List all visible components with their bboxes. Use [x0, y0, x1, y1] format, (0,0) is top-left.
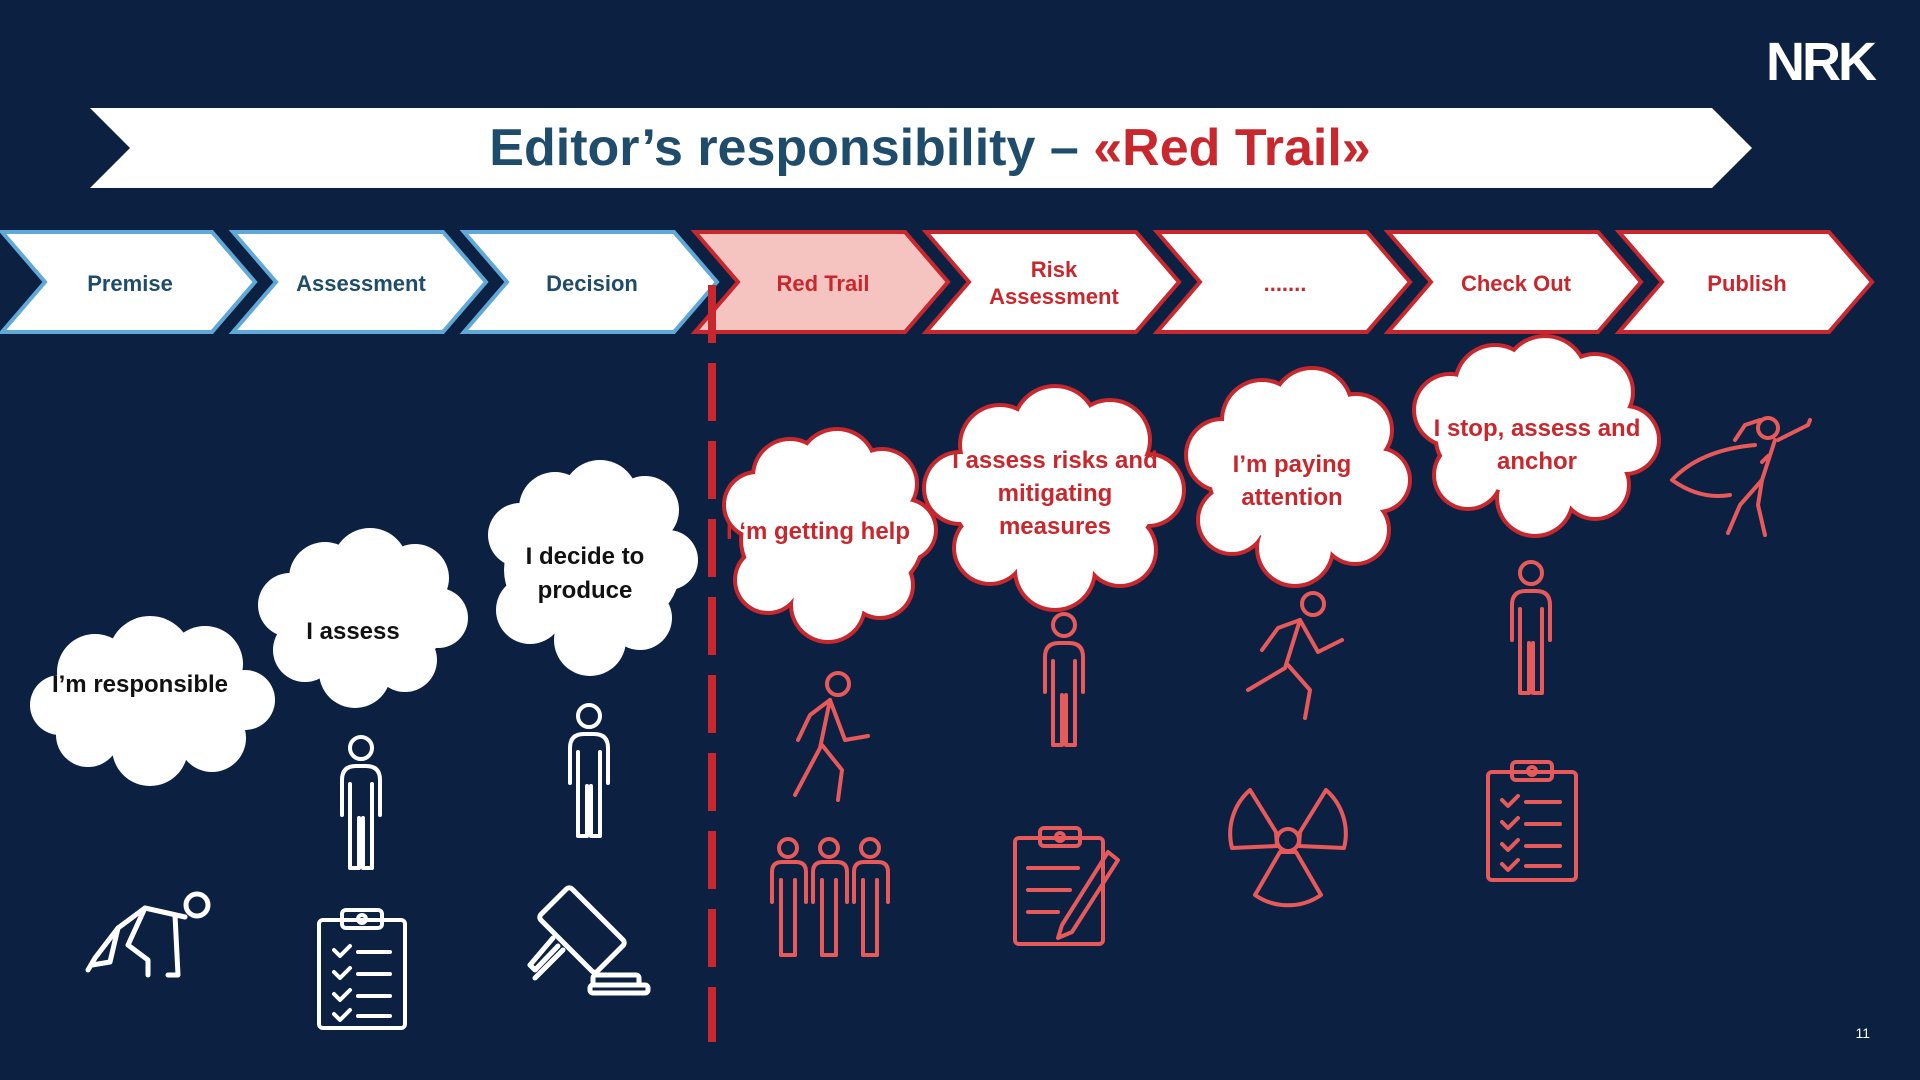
step-premise: Premise	[0, 230, 258, 334]
running-person-icon	[1246, 591, 1344, 720]
step-publish: Publish	[1614, 230, 1875, 334]
radiation-icon	[1228, 788, 1348, 908]
cloud-text: measures	[999, 513, 1111, 540]
page-number: 11	[1855, 1025, 1870, 1041]
cloud-paying-attention: I’m paying attention	[1184, 366, 1412, 588]
gavel-icon	[527, 885, 651, 996]
clipboard-checklist-icon	[317, 908, 407, 1030]
cloud-stop-assess-anchor: I stop, assess and anchor	[1412, 334, 1661, 538]
step-assessment: Assessment	[228, 230, 489, 334]
cloud-text: produce	[538, 577, 633, 604]
cloud-getting-help: I ‘m getting help	[722, 427, 938, 644]
title-main: Editor’s responsibility –	[489, 119, 1093, 177]
process-steps: Premise Assessment Decision Red Trail Ri…	[0, 230, 1875, 334]
cloud-text: I assess	[306, 618, 399, 645]
step-label-line2: Assessment	[989, 284, 1119, 309]
step-label: Premise	[87, 271, 173, 296]
step-ellipsis: .......	[1152, 230, 1413, 334]
cloud-text: I ‘m getting help	[726, 518, 910, 545]
step-check-out: Check Out	[1383, 230, 1644, 334]
step-risk-assessment: Risk Assessment	[921, 230, 1182, 334]
cloud-text: I assess risks and	[952, 447, 1157, 474]
nrk-logo: NRK	[1766, 32, 1877, 92]
cloud-decide: I decide to produce	[488, 460, 698, 676]
cloud-text: I decide to	[526, 543, 645, 570]
step-label: .......	[1264, 271, 1307, 296]
cloud-text: anchor	[1497, 448, 1577, 475]
title-banner	[90, 108, 1752, 188]
cloud-text: mitigating	[998, 480, 1113, 507]
standing-person-icon	[340, 735, 382, 870]
group-of-people-icon	[770, 837, 890, 957]
standing-person-icon	[568, 703, 610, 838]
title-highlight: «Red Trail»	[1093, 119, 1370, 177]
step-label: Publish	[1707, 271, 1786, 296]
standing-person-icon	[1510, 560, 1552, 695]
page-title: Editor’s responsibility – «Red Trail»	[489, 119, 1370, 177]
clipboard-pen-icon	[1013, 826, 1120, 946]
cloud-assess: I assess	[258, 528, 468, 708]
cloud-text: I stop, assess and	[1434, 415, 1641, 442]
cloud-text: I’m responsible	[52, 671, 228, 698]
cloud-text: I’m paying	[1233, 451, 1352, 478]
step-red-trail: Red Trail	[690, 230, 951, 334]
step-label: Red Trail	[777, 271, 870, 296]
cloud-responsible: I’m responsible	[30, 616, 275, 786]
cloud-text: attention	[1241, 484, 1342, 511]
step-label: Risk	[1031, 257, 1078, 282]
step-label: Decision	[546, 271, 638, 296]
crouching-runner-icon	[85, 891, 211, 978]
step-label: Assessment	[296, 271, 426, 296]
cloud-assess-risks: I assess risks and mitigating measures	[922, 384, 1186, 612]
step-label: Check Out	[1461, 271, 1572, 296]
superhero-icon	[1670, 416, 1812, 537]
step-decision: Decision	[459, 230, 720, 334]
clipboard-checklist-icon	[1486, 760, 1578, 882]
standing-person-icon	[1043, 612, 1085, 747]
walking-person-icon	[793, 671, 870, 802]
